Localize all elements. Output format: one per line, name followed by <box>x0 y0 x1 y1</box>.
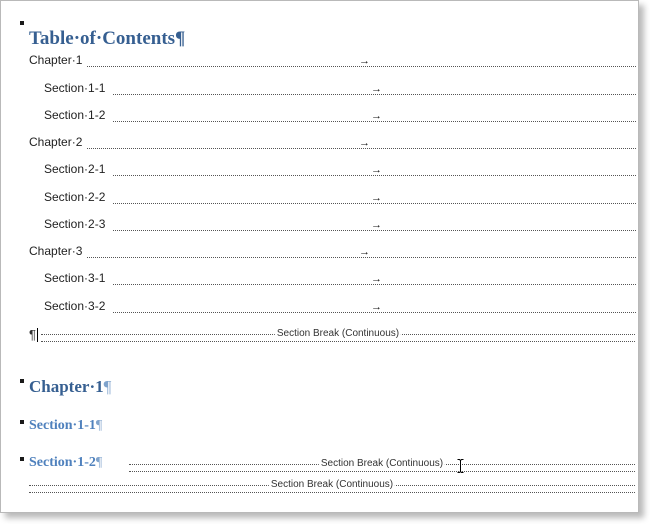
toc-dot-leader <box>113 203 636 204</box>
tab-arrow-icon: → <box>359 55 370 67</box>
section-break-label: Section Break (Continuous) <box>318 458 446 470</box>
tab-arrow-icon: → <box>359 137 370 149</box>
tab-arrow-icon: → <box>371 83 382 95</box>
heading-text: Chapter·1 <box>29 377 104 396</box>
tab-arrow-icon: → <box>371 164 382 176</box>
paragraph-mark: ¶ <box>95 455 103 470</box>
toc-entry-label: Chapter·1 <box>29 53 83 67</box>
paragraph-format-marker <box>20 420 24 424</box>
toc-dot-leader <box>87 148 636 149</box>
tab-arrow-icon: → <box>371 110 382 122</box>
paragraph-format-marker <box>20 21 24 25</box>
tab-arrow-icon: → <box>371 273 382 285</box>
toc-entry-section-1-2[interactable]: Section·1-2 → <box>44 108 636 124</box>
toc-entry-section-3-2[interactable]: Section·3-2 → <box>44 299 636 315</box>
tab-arrow-icon: → <box>359 246 370 258</box>
heading-text: Section·1-2 <box>29 455 96 470</box>
toc-entry-section-1-1[interactable]: Section·1-1 → <box>44 81 636 97</box>
section-break-continuous-3[interactable]: Section Break (Continuous) <box>29 479 635 493</box>
paragraph-format-marker <box>20 379 24 383</box>
toc-dot-leader <box>113 284 636 285</box>
paragraph-mark: ¶ <box>103 377 112 396</box>
toc-entry-label: Chapter·2 <box>29 135 83 149</box>
toc-entry-label: Section·2-2 <box>44 190 106 204</box>
heading-section-1-1[interactable]: Section·1-1¶ <box>29 418 102 434</box>
toc-entry-label: Section·3-2 <box>44 299 106 313</box>
toc-dot-leader <box>113 230 636 231</box>
section-break-label: Section Break (Continuous) <box>268 479 396 491</box>
toc-entry-label: Section·1-1 <box>44 81 106 95</box>
toc-entry-label: Section·2-1 <box>44 162 106 176</box>
toc-entry-section-2-3[interactable]: Section·2-3 → <box>44 217 636 233</box>
tab-arrow-icon: → <box>371 219 382 231</box>
toc-entry-label: Section·1-2 <box>44 108 106 122</box>
paragraph-mark[interactable]: ¶ <box>29 327 36 342</box>
toc-entry-chapter-1[interactable]: Chapter·1 → <box>29 53 636 69</box>
tab-arrow-icon: → <box>371 192 382 204</box>
toc-dot-leader <box>87 66 636 67</box>
toc-dot-leader <box>113 312 636 313</box>
ibeam-cursor-icon <box>457 459 464 473</box>
toc-title[interactable]: Table·of·Contents¶ <box>29 28 186 49</box>
heading-chapter-1[interactable]: Chapter·1¶ <box>29 377 111 397</box>
text-cursor <box>37 328 38 342</box>
tab-arrow-icon: → <box>371 301 382 313</box>
toc-entry-section-3-1[interactable]: Section·3-1 → <box>44 271 636 287</box>
toc-dot-leader <box>87 257 636 258</box>
paragraph-mark: ¶ <box>95 418 103 433</box>
toc-entry-section-2-1[interactable]: Section·2-1 → <box>44 162 636 178</box>
section-break-continuous-1[interactable]: Section Break (Continuous) <box>41 328 635 342</box>
toc-dot-leader <box>113 94 636 95</box>
section-break-label: Section Break (Continuous) <box>274 328 402 340</box>
toc-entry-label: Section·3-1 <box>44 271 106 285</box>
toc-dot-leader <box>113 121 636 122</box>
section-break-continuous-2[interactable]: Section Break (Continuous) <box>129 458 635 472</box>
document-page[interactable]: Table·of·Contents¶ Chapter·1 → Section·1… <box>0 0 639 513</box>
toc-entry-section-2-2[interactable]: Section·2-2 → <box>44 190 636 206</box>
toc-entry-chapter-3[interactable]: Chapter·3 → <box>29 244 636 260</box>
toc-entry-label: Chapter·3 <box>29 244 83 258</box>
heading-section-1-2[interactable]: Section·1-2¶ <box>29 455 102 471</box>
toc-dot-leader <box>113 175 636 176</box>
heading-text: Section·1-1 <box>29 418 96 433</box>
toc-entry-label: Section·2-3 <box>44 217 106 231</box>
paragraph-format-marker <box>20 457 24 461</box>
toc-entry-chapter-2[interactable]: Chapter·2 → <box>29 135 636 151</box>
